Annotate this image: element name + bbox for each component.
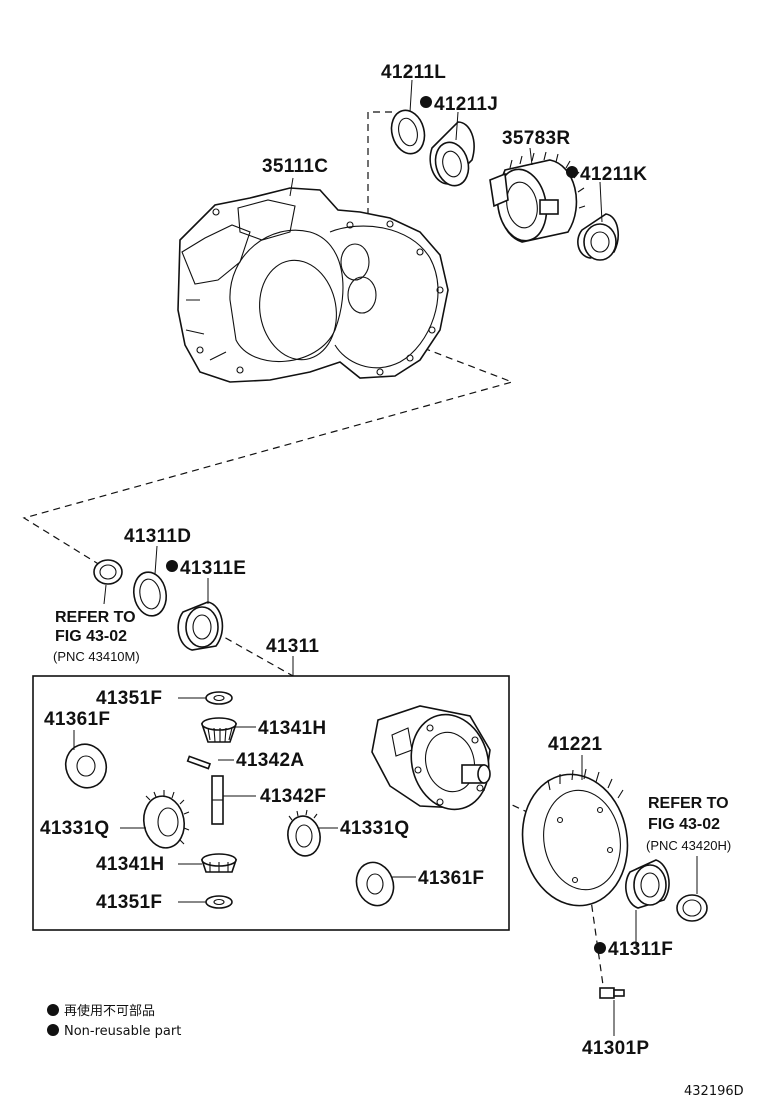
label-41341H-top: 41341H	[258, 718, 326, 739]
refer-right-line3: (PNC 43420H)	[646, 838, 731, 853]
oil-seal-left	[93, 559, 123, 585]
refer-left-line3: (PNC 43410M)	[53, 649, 140, 664]
leader-lines	[73, 79, 698, 1036]
refer-left-line1: REFER TO	[55, 609, 136, 626]
bearing-right	[625, 859, 670, 909]
bearing-41211K	[577, 213, 619, 261]
legend-english: Non-reusable part	[64, 1024, 181, 1039]
label-41331Q-left: 41331Q	[40, 818, 109, 839]
pinion-41341H-top	[200, 717, 238, 743]
differential-case	[371, 705, 491, 811]
washer-41361F-right	[355, 861, 395, 907]
washer-41351F-bottom	[205, 895, 233, 909]
bearing-41311E	[177, 601, 224, 651]
label-35783R: 35783R	[502, 128, 570, 149]
label-41351F-bottom: 41351F	[96, 892, 162, 913]
side-gear-41331Q-left	[142, 790, 190, 849]
side-gear-41331Q-right	[287, 809, 321, 857]
label-41311: 41311	[266, 636, 319, 657]
oil-seal-right	[676, 894, 708, 922]
legend: 再使用不可部品 Non-reusable part	[47, 1003, 181, 1039]
refer-right-line1: REFER TO	[648, 795, 729, 812]
label-41211L: 41211L	[381, 62, 446, 83]
pin-41342A	[186, 755, 212, 770]
washer-41351F-top	[205, 691, 233, 705]
washer-41361F-left	[64, 743, 108, 789]
label-41342A: 41342A	[236, 750, 304, 771]
label-35111C: 35111C	[262, 156, 328, 177]
legend-japanese: 再使用不可部品	[64, 1003, 155, 1019]
label-41311F: 41311F	[608, 939, 673, 960]
shim-41211L	[390, 109, 426, 155]
label-41361F-right: 41361F	[418, 868, 484, 889]
non-reusable-dot	[566, 166, 578, 178]
non-reusable-dot	[594, 942, 606, 954]
legend-dot-english	[47, 1024, 59, 1036]
legend-dot-japanese	[47, 1004, 59, 1016]
figure-id: 432196D	[684, 1084, 744, 1099]
label-41351F-top: 41351F	[96, 688, 162, 709]
non-reusable-dot	[420, 96, 432, 108]
non-reusable-dot	[166, 560, 178, 572]
label-41311E: 41311E	[180, 558, 246, 579]
bolt-41301P	[599, 987, 625, 999]
ring-gear-41221	[521, 768, 629, 907]
pinion-41341H-bottom	[200, 853, 238, 873]
shim-41311D	[132, 571, 168, 617]
transaxle-housing-35111C	[177, 187, 449, 383]
refer-right-line2: FIG 43-02	[648, 816, 720, 833]
label-41331Q-right: 41331Q	[340, 818, 409, 839]
label-41361F-left: 41361F	[44, 709, 110, 730]
label-41301P: 41301P	[582, 1038, 649, 1059]
gear-35783R	[489, 151, 586, 243]
label-41341H-bottom: 41341H	[96, 854, 164, 875]
label-41211J: 41211J	[434, 94, 498, 115]
shaft-41342F	[211, 775, 224, 825]
label-41311D: 41311D	[124, 526, 191, 547]
label-41342F: 41342F	[260, 786, 326, 807]
bearing-41211J	[429, 121, 475, 187]
refer-left-line2: FIG 43-02	[55, 628, 127, 645]
label-41211K: 41211K	[580, 164, 647, 185]
label-41221: 41221	[548, 734, 602, 755]
